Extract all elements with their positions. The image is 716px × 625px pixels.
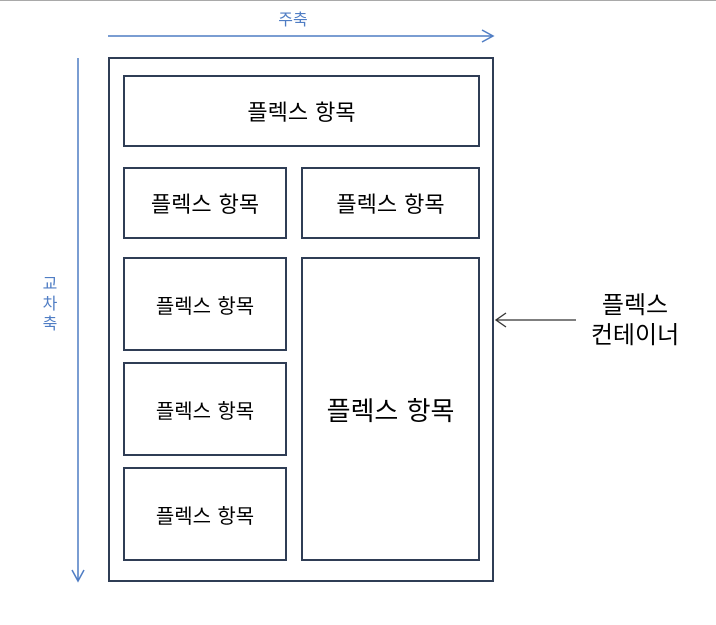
flex-item: 플렉스 항목	[301, 167, 480, 239]
flex-item: 플렉스 항목	[123, 167, 287, 239]
cross-axis-arrow	[71, 58, 85, 583]
container-label-line: 플렉스	[601, 291, 669, 319]
container-label-line: 컨테이너	[590, 321, 680, 349]
container-pointer-arrow	[494, 312, 576, 328]
cross-axis-char: 축	[42, 314, 58, 333]
flex-container-label: 플렉스 컨테이너	[570, 290, 700, 350]
top-divider	[0, 0, 716, 1]
flex-item: 플렉스 항목	[301, 257, 480, 561]
flex-item: 플렉스 항목	[123, 75, 480, 147]
flex-item: 플렉스 항목	[123, 362, 287, 456]
flex-item: 플렉스 항목	[123, 257, 287, 351]
main-axis-label: 주축	[278, 10, 308, 29]
flex-container	[108, 57, 494, 582]
cross-axis-char: 교	[42, 274, 58, 293]
flex-item: 플렉스 항목	[123, 467, 287, 561]
main-axis-arrow	[108, 29, 495, 43]
cross-axis-label: 교 차 축	[40, 276, 60, 332]
cross-axis-char: 차	[42, 294, 58, 313]
